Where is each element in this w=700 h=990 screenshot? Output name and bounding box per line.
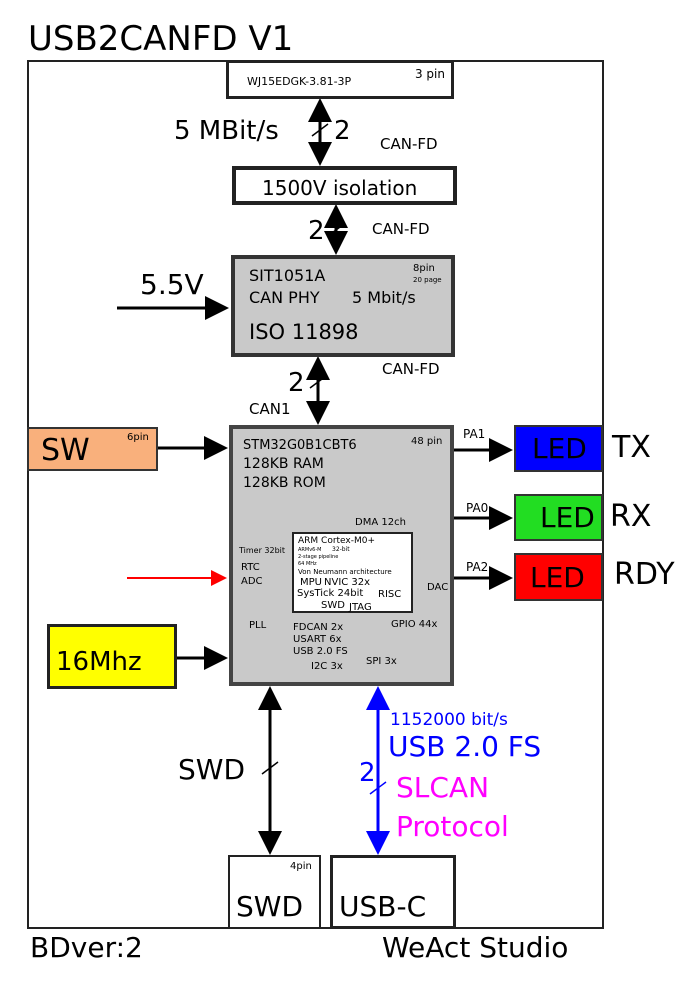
diagram-title: USB2CANFD V1 [28,19,294,59]
mcu-pll: PLL [249,620,267,631]
swd-pins: 4pin [290,861,312,872]
core-jtag: JTAG [349,602,372,613]
switch-label: SW [41,433,90,468]
swd-label: SWD [178,753,246,786]
usb-lines: 2 [359,758,376,788]
mcu-adc: ADC [241,576,263,587]
led-rx-box: LED [514,494,603,541]
led-rdy-pin: PA2 [466,560,489,574]
connector-box: WJ15EDGK-3.81-3P 3 pin [226,60,454,99]
core-pipeline: 2-stage pipeline [298,554,339,560]
led-tx-box: LED [514,425,603,472]
phy-rate: 5 Mbit/s [352,288,416,307]
phy-type: CAN PHY [249,288,320,307]
core-mpu: MPU [300,577,322,588]
swd-box: SWD 4pin [228,855,321,929]
led-rdy-box: LED [514,553,603,601]
led-tx-pin: PA1 [463,427,486,441]
phy-lines: 2 [288,368,305,398]
core-risc: RISC [378,589,402,600]
switch-box: SW 6pin [27,427,158,471]
switch-pins: 6pin [127,432,149,443]
core-nvic: NVIC 32x [324,577,371,588]
phy-pages: 20 page [413,276,442,284]
connector-bus: CAN-FD [380,135,438,153]
usb-rate: 1152000 bit/s [390,710,508,730]
swd-box-label: SWD [236,890,304,923]
isolation-lines: 2 [308,216,325,246]
can-port: CAN1 [249,400,291,418]
connector-lines: 2 [334,116,351,146]
usb-protocol-label: Protocol [396,810,509,843]
core-box: ARM Cortex-M0+ ARMv6-M 32-bit 2-stage pi… [292,532,413,613]
mcu-ram: 128KB RAM [243,456,324,472]
mcu-rtc: RTC [241,562,260,573]
connector-rate: 5 MBit/s [174,116,279,146]
isolation-label: 1500V isolation [262,176,418,200]
phy-part: SIT1051A [249,266,326,285]
supply-voltage: 5.5V [140,268,204,301]
phy-standard: ISO 11898 [249,320,359,344]
mcu-part: STM32G0B1CBT6 [243,438,357,453]
connector-part: WJ15EDGK-3.81-3P [247,75,352,88]
mcu-i2c: I2C 3x [311,661,343,672]
core-name: ARM Cortex-M0+ [298,536,376,546]
usb-standard: USB 2.0 FS [388,730,542,763]
mcu-usart: USART 6x [293,634,342,645]
led-rx-name: RX [610,499,652,534]
usb-c-box: USB-C [330,855,456,929]
brand-name: WeAct Studio [382,931,569,964]
core-architecture: Von Neumann architecture [298,568,392,576]
usb-c-label: USB-C [339,890,427,923]
led-tx-label: LED [532,432,587,465]
phy-box: SIT1051A CAN PHY 5 Mbit/s ISO 11898 8pin… [231,255,455,357]
mcu-box: STM32G0B1CBT6 128KB RAM 128KB ROM 48 pin… [229,425,454,686]
mcu-spi: SPI 3x [366,656,397,667]
mcu-gpio: GPIO 44x [391,619,438,630]
mcu-dac: DAC [427,582,449,593]
mcu-usb: USB 2.0 FS [293,646,348,657]
mcu-dma: DMA 12ch [355,517,406,528]
core-swd: SWD [321,600,345,611]
connector-pins: 3 pin [414,67,445,81]
led-tx-name: TX [612,430,651,465]
core-arch: ARMv6-M [298,547,322,553]
mcu-timer: Timer 32bit [239,546,286,555]
mcu-pins: 48 pin [411,436,443,447]
isolation-bus: CAN-FD [372,220,430,238]
core-systick: SysTick 24bit [297,588,364,599]
mcu-rom: 128KB ROM [243,475,326,491]
board-version: BDver:2 [30,931,143,964]
phy-pins: 8pin [413,263,435,274]
isolation-box: 1500V isolation [232,166,457,205]
core-bits: 32-bit [332,546,350,553]
led-rx-label: LED [540,501,595,534]
usb-protocol-name: SLCAN [396,771,490,804]
led-rdy-name: RDY [614,557,675,592]
mcu-fdcan: FDCAN 2x [293,622,344,633]
led-rdy-label: LED [530,561,585,594]
phy-bus: CAN-FD [382,360,440,378]
core-freq: 64 MHz [298,561,317,567]
oscillator-label: 16Mhz [56,647,142,677]
oscillator-box: 16Mhz [47,624,177,689]
led-rx-pin: PA0 [466,501,489,515]
